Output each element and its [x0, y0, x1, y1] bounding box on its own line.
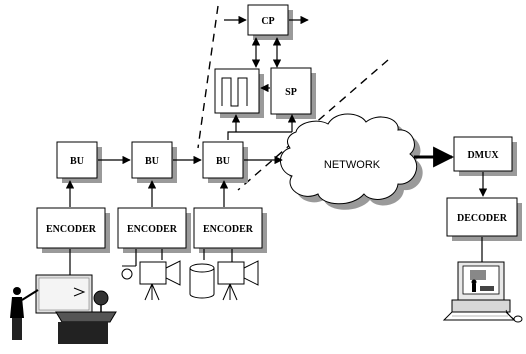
- video-camera-icon: [217, 260, 259, 301]
- cp-block: CP: [247, 4, 293, 40]
- encoder1-label: ENCODER: [46, 224, 97, 235]
- encoder-block-2: ENCODER: [117, 207, 191, 253]
- disk-storage-icon: [189, 263, 215, 299]
- network-cloud: NETWORK: [280, 113, 423, 210]
- encoder2-label: ENCODER: [127, 224, 178, 235]
- keyboard-icon: [442, 299, 516, 321]
- bu1-label: BU: [70, 156, 84, 167]
- bu-block-1: BU: [56, 141, 102, 183]
- meander-icon: [221, 77, 248, 107]
- connectors: [65, 15, 488, 276]
- decoder-label: DECODER: [457, 213, 508, 224]
- teacher-at-whiteboard-icon: [10, 274, 93, 340]
- decoder-block: DECODER: [446, 197, 522, 241]
- encoder3-label: ENCODER: [203, 224, 254, 235]
- memory-unit-block: [214, 68, 264, 118]
- desk-icon: [55, 311, 117, 344]
- encoder-block-3: ENCODER: [193, 207, 267, 253]
- video-camera-icon: [139, 260, 181, 301]
- bu-block-3: BU: [202, 141, 248, 183]
- bu-block-2: BU: [131, 141, 177, 183]
- sp-block: SP: [270, 67, 316, 119]
- mouse-icon: [505, 309, 523, 323]
- computer-monitor-icon: [457, 261, 505, 301]
- encoder-block-1: ENCODER: [36, 207, 110, 253]
- globe-icon: [93, 290, 109, 313]
- microphone-icon: [121, 265, 136, 280]
- dmux-block: DMUX: [453, 136, 517, 176]
- bu2-label: BU: [145, 156, 159, 167]
- bu3-label: BU: [216, 156, 230, 167]
- dmux-label: DMUX: [467, 150, 499, 161]
- network-label: NETWORK: [324, 159, 381, 171]
- cp-label: CP: [261, 16, 274, 27]
- sp-label: SP: [285, 87, 297, 98]
